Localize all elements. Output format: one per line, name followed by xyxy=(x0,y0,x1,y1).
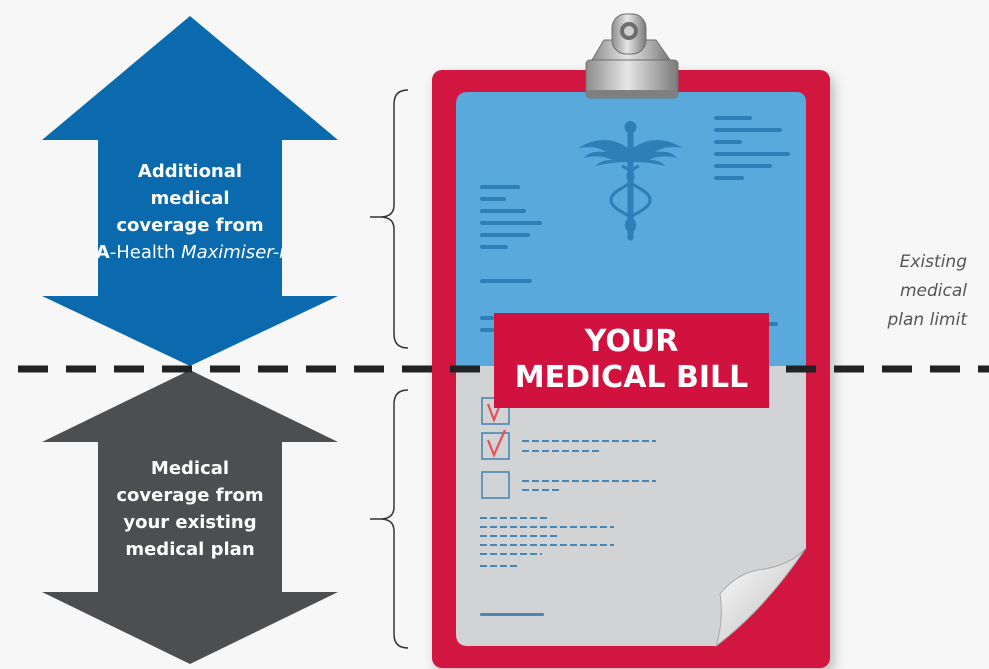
paper-bottom-signature-line xyxy=(480,613,544,616)
plan-limit-line-1: Existing xyxy=(899,252,967,272)
medical-bill-line-2: MEDICAL BILL xyxy=(514,360,749,395)
top-brace xyxy=(370,89,409,349)
checklist xyxy=(481,393,510,499)
existing-coverage-line-4: medical plan xyxy=(125,539,255,560)
medical-bill-line-1: YOUR xyxy=(584,324,679,359)
existing-coverage-line-3: your existing xyxy=(123,512,257,533)
existing-coverage-arrow xyxy=(42,370,338,664)
paper-bottom xyxy=(456,366,806,646)
caduceus-icon xyxy=(578,121,683,241)
page-curl xyxy=(715,547,807,648)
plan-limit-line-3: plan limit xyxy=(887,310,967,330)
existing-coverage-text: Medical coverage from your existing medi… xyxy=(40,455,340,563)
checkbox-2 xyxy=(481,432,510,460)
brand-letter-a: A xyxy=(95,242,110,263)
existing-coverage-line-2: coverage from xyxy=(116,485,264,506)
medical-bill-label: YOUR MEDICAL BILL xyxy=(494,313,769,408)
additional-coverage-line-4: A-Health Maximiser-i xyxy=(40,239,340,266)
additional-coverage-line-2: medical xyxy=(150,188,230,209)
brand-health: -Health xyxy=(109,242,182,263)
bottom-brace xyxy=(370,389,409,649)
clip-icon xyxy=(585,13,679,99)
checkmark-2-icon xyxy=(486,429,507,458)
additional-coverage-line-3: coverage from xyxy=(116,215,264,236)
paper-bottom-lines xyxy=(480,440,656,567)
additional-coverage-text: Additional medical coverage from A-Healt… xyxy=(40,158,340,266)
paper-top-lines xyxy=(480,116,790,332)
plan-limit-line-2: medical xyxy=(899,281,967,301)
checkbox-3 xyxy=(481,471,510,499)
brand-maximiser: Maximiser-i xyxy=(181,242,285,263)
plan-limit-label: Existing medical plan limit xyxy=(807,248,967,335)
existing-coverage-line-1: Medical xyxy=(150,458,230,479)
additional-coverage-line-1: Additional xyxy=(137,161,243,182)
additional-coverage-arrow xyxy=(42,16,338,366)
